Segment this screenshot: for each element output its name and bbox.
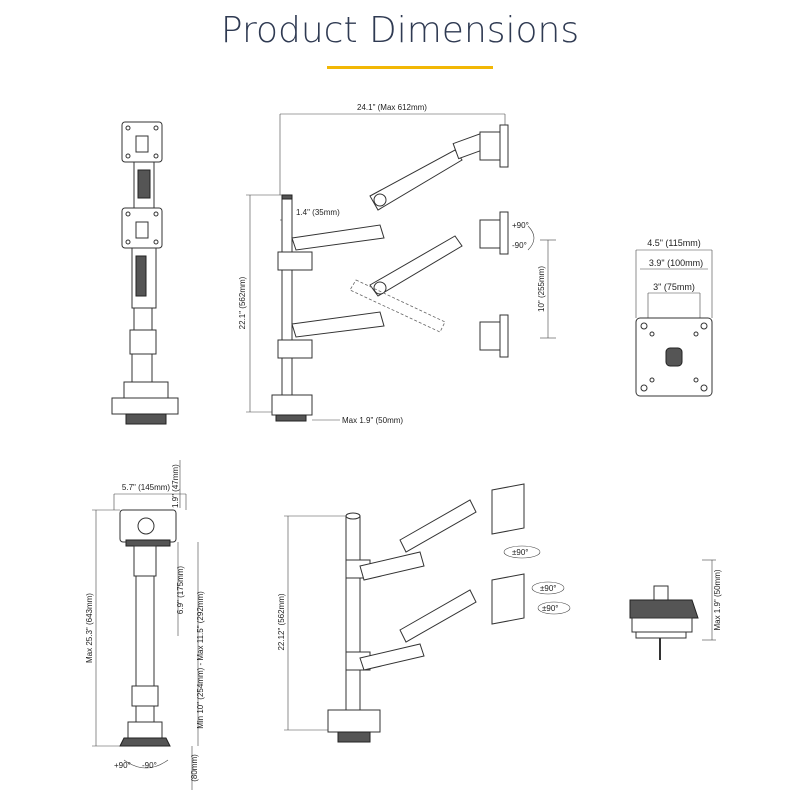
- front-view-upper: [111, 121, 179, 425]
- extension-label: Min 10" (254mm) - Max 11.5" (292mm): [196, 591, 205, 729]
- max-height-label: Max 25.3" (643mm): [85, 593, 94, 663]
- width-total-label: 24.1" (Max 612mm): [357, 103, 427, 112]
- page-title: Product Dimensions: [220, 10, 580, 51]
- vesa-75-label: 3" (75mm): [653, 282, 695, 292]
- swivel-pos-label: +90°: [114, 761, 131, 770]
- height-total-label: 22.1" (562mm): [238, 276, 247, 329]
- bottom-gap-label: (80mm): [190, 754, 199, 782]
- plan-view: 5.7" (145mm) 1.9" (47mm) Max 25.3" (643m…: [85, 460, 205, 790]
- tilt-2-label: ±90°: [540, 584, 557, 593]
- pole-offset-label: 1.4" (35mm): [296, 208, 340, 217]
- arm-depth-label: 6.9" (175mm): [176, 566, 185, 615]
- vertical-travel-label: 10" (255mm): [537, 266, 546, 312]
- title-underline: [327, 66, 493, 69]
- clamp-view: Max 1.9" (50mm): [629, 559, 722, 660]
- tilt-3-label: ±90°: [542, 604, 559, 613]
- swivel-neg-label: -90°: [142, 761, 157, 770]
- vesa-plate-view: 4.5" (115mm) 3.9" (100mm) 3" (75mm): [635, 238, 713, 397]
- side-view-arms: 24.1" (Max 612mm) 1.4" (35mm) 22.1" (562…: [238, 103, 556, 425]
- pole-height-2-label: 22.12" (562mm): [277, 593, 286, 650]
- desk-thickness-label: Max 1.9" (50mm): [342, 416, 403, 425]
- clamp-top-label: 1.9" (47mm): [171, 464, 180, 508]
- tilt-1-label: ±90°: [512, 548, 529, 557]
- base-width-label: 5.7" (145mm): [122, 483, 171, 492]
- vesa-115-label: 4.5" (115mm): [647, 238, 701, 248]
- perspective-view: 22.12" (562mm) ±90° ±90° ±90°: [277, 483, 571, 743]
- rotate-pos-label: +90°: [512, 221, 529, 230]
- rotate-neg-label: -90°: [512, 241, 527, 250]
- vesa-100-label: 3.9" (100mm): [649, 258, 703, 268]
- clamp-height-label: Max 1.9" (50mm): [713, 569, 722, 630]
